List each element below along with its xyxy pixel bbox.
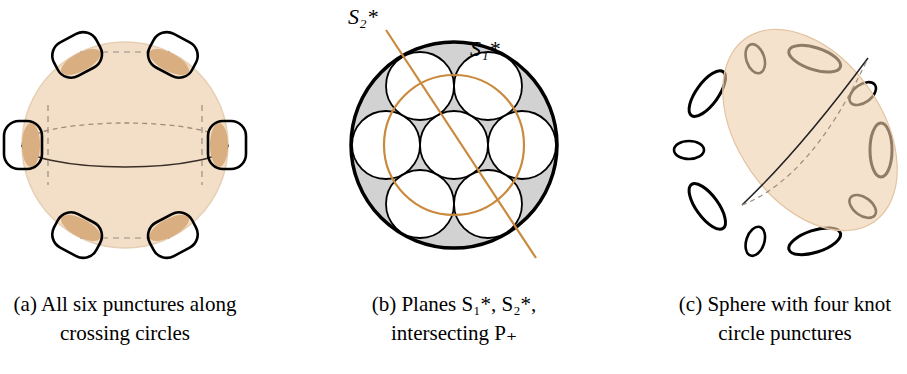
loop: [208, 121, 246, 169]
crossing-circle: [47, 207, 107, 263]
loop: [47, 27, 107, 83]
link: [683, 178, 733, 235]
sphere-a: [22, 42, 228, 248]
crossing-circles: [4, 27, 246, 263]
caption: (a) All six punctures along crossing cir…: [13, 290, 237, 349]
sphere-c: [687, 0, 907, 263]
crossing-circle: [47, 27, 107, 83]
crossing-circle: [143, 27, 203, 83]
loop: [4, 121, 42, 169]
crossing-circle: [143, 207, 203, 263]
plane-label: S₁*: [470, 36, 500, 62]
puncture: [210, 123, 228, 167]
crossing-circle: [208, 121, 246, 169]
loop: [47, 207, 107, 263]
plane-label: S₂*: [348, 4, 378, 30]
puncture: [22, 123, 40, 167]
packing-b: [351, 30, 557, 258]
link: [674, 141, 704, 159]
loop: [143, 27, 203, 83]
crossing-circle: [4, 121, 42, 169]
link: [742, 224, 768, 258]
caption: (c) Sphere with four knot circle punctur…: [673, 290, 897, 349]
caption: (b) Planes S₁*, S₂*, intersecting P₊: [342, 290, 566, 349]
loop: [143, 207, 203, 263]
